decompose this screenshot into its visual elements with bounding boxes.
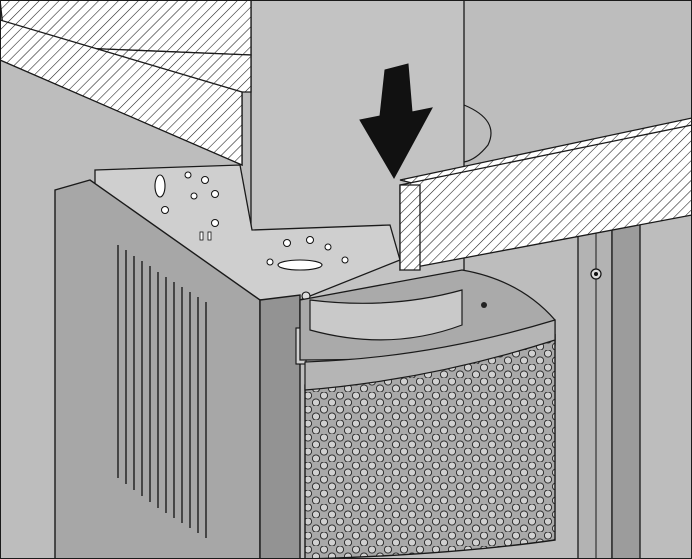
hood-panel-front xyxy=(259,294,301,559)
side-rail-face xyxy=(611,221,641,559)
bracket-tab xyxy=(207,231,212,241)
duct-ring xyxy=(463,104,492,163)
bracket-hole xyxy=(184,171,192,179)
bracket-hole xyxy=(161,206,169,214)
bracket-hole xyxy=(266,258,274,266)
bracket-hole xyxy=(341,256,349,264)
bracket-tab xyxy=(199,231,204,241)
duct-collar xyxy=(309,289,463,341)
bracket-slot xyxy=(154,174,166,198)
side-screw-center xyxy=(594,272,598,276)
ceiling-beam-right-end xyxy=(399,184,421,271)
louver-vents xyxy=(117,245,207,538)
bracket-hole xyxy=(190,192,198,200)
bracket-slot xyxy=(277,259,323,271)
bracket-hole xyxy=(211,219,219,227)
bracket-hole xyxy=(283,239,291,247)
bracket-hole xyxy=(306,236,314,244)
bracket-hole xyxy=(201,176,209,184)
filter-frame-top xyxy=(304,319,556,391)
down-arrow-icon xyxy=(359,63,433,180)
bracket-hole xyxy=(324,243,332,251)
housing-screw-icon xyxy=(481,302,487,308)
bracket-hole xyxy=(211,190,219,198)
ceiling-beam-left-face xyxy=(0,19,243,166)
